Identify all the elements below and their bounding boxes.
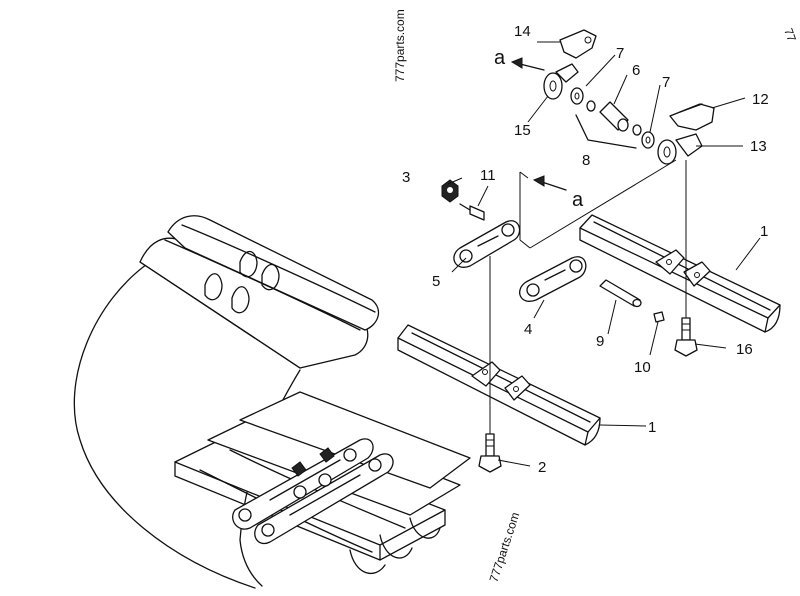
watermark-top: 777parts.com xyxy=(393,9,407,82)
watermark-bottom: 777parts.com xyxy=(487,510,523,583)
label-6: 6 xyxy=(632,62,640,79)
pin-9 xyxy=(599,279,642,308)
link-4 xyxy=(519,256,587,302)
watermark-corner: 77 xyxy=(781,26,799,44)
bolt-16 xyxy=(674,317,698,357)
label-3: 3 xyxy=(402,169,410,186)
bracket-12 xyxy=(669,103,715,131)
track-shoe-center xyxy=(397,324,601,446)
label-2: 2 xyxy=(538,459,546,476)
track-shoe-right xyxy=(579,214,781,333)
label-8: 8 xyxy=(582,152,590,169)
label-view-a-top: a xyxy=(494,47,506,69)
link-13 xyxy=(657,133,703,165)
label-4: 4 xyxy=(524,321,532,338)
label-7-right: 7 xyxy=(662,74,670,91)
label-15: 15 xyxy=(514,122,531,139)
bushing-10 xyxy=(653,311,665,323)
label-7-left: 7 xyxy=(616,45,624,62)
label-16: 16 xyxy=(736,341,753,358)
bushing-8 xyxy=(575,100,642,149)
view-arrow-a-top xyxy=(510,57,545,71)
label-13: 13 xyxy=(750,138,767,155)
label-12: 12 xyxy=(752,91,769,108)
seal-7-left xyxy=(570,87,584,105)
bolt-2 xyxy=(478,433,502,473)
label-11: 11 xyxy=(480,167,496,184)
label-9: 9 xyxy=(596,333,604,350)
bracket-14 xyxy=(559,29,597,59)
label-view-a-mid: a xyxy=(572,189,584,211)
nut-3 xyxy=(441,179,459,203)
leader-lines xyxy=(447,41,761,467)
label-1-right: 1 xyxy=(760,223,768,240)
view-arrow-a-mid xyxy=(532,175,567,191)
label-10: 10 xyxy=(634,359,651,376)
link-5 xyxy=(453,220,521,268)
label-14: 14 xyxy=(514,23,531,40)
label-1-center: 1 xyxy=(648,419,656,436)
seal-7-right xyxy=(641,131,655,149)
bushing-11 xyxy=(459,203,485,221)
label-5: 5 xyxy=(432,273,440,290)
link-15 xyxy=(543,63,579,100)
bushing-6 xyxy=(599,101,629,132)
track-assembly xyxy=(73,215,471,589)
